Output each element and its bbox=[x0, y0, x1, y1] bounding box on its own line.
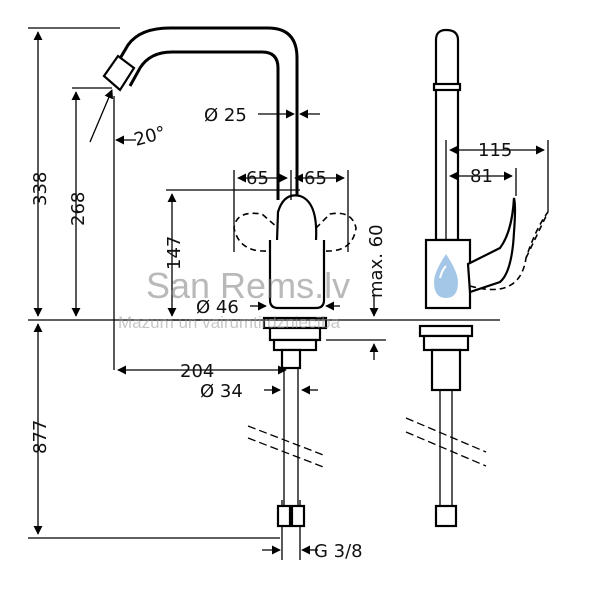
watermark-tagline: Mazum un vairumtirdzniecība bbox=[118, 313, 341, 332]
side-base-ring bbox=[418, 324, 474, 338]
side-base-collar bbox=[422, 334, 470, 352]
dim-height-spout: 268 bbox=[68, 192, 89, 226]
spout-tube-inner bbox=[128, 50, 280, 200]
dim-handle-height: 147 bbox=[164, 236, 185, 270]
dim-side-depth-outer: 115 bbox=[478, 140, 512, 161]
side-stud bbox=[430, 348, 462, 392]
water-drop-icon bbox=[434, 254, 458, 298]
dim-body-diameter: Ø 46 bbox=[196, 297, 239, 318]
dim-handle-left: 65 bbox=[246, 168, 269, 189]
dim-side-depth-inner: 81 bbox=[470, 166, 493, 187]
faucet-body bbox=[268, 240, 326, 310]
dim-hose-length: 877 bbox=[30, 420, 51, 454]
spout-outlet bbox=[102, 54, 136, 92]
break-lines-side bbox=[405, 417, 487, 467]
side-aerator bbox=[432, 82, 462, 92]
dim-connection: G 3/8 bbox=[314, 541, 363, 562]
hose-nut-right bbox=[290, 504, 306, 528]
dim-max-deck: max. 60 bbox=[366, 224, 387, 298]
side-hose-nut bbox=[434, 504, 458, 528]
side-spout bbox=[434, 28, 460, 242]
side-hose bbox=[439, 390, 453, 520]
side-lever bbox=[466, 197, 517, 294]
dim-handle-right: 65 bbox=[304, 168, 327, 189]
extension-lines-left bbox=[28, 27, 280, 539]
hose-lines bbox=[281, 368, 301, 526]
handle-rotation-right bbox=[315, 212, 357, 252]
side-lever-rotation bbox=[469, 211, 549, 291]
dim-reach: 204 bbox=[180, 361, 214, 382]
extension-lines-spout bbox=[72, 87, 115, 370]
side-view bbox=[405, 28, 549, 528]
break-lines-front bbox=[247, 425, 327, 469]
watermark: San Rems.lv Mazum un vairumtirdzniecība bbox=[118, 254, 458, 332]
mount-stud bbox=[280, 348, 302, 370]
dim-spout-diameter: Ø 25 bbox=[204, 105, 247, 126]
hose-nut-left bbox=[276, 504, 292, 528]
watermark-brand: San Rems.lv bbox=[146, 265, 350, 306]
extension-lines-handle bbox=[166, 189, 300, 321]
dimension-lines bbox=[28, 27, 549, 560]
dim-hole-diameter: Ø 34 bbox=[200, 381, 243, 402]
dim-angle: 20° bbox=[132, 122, 168, 151]
base-plate bbox=[272, 338, 318, 352]
spout-tube-outer bbox=[110, 26, 299, 200]
front-view bbox=[102, 26, 357, 528]
dim-height-total: 338 bbox=[30, 172, 51, 206]
